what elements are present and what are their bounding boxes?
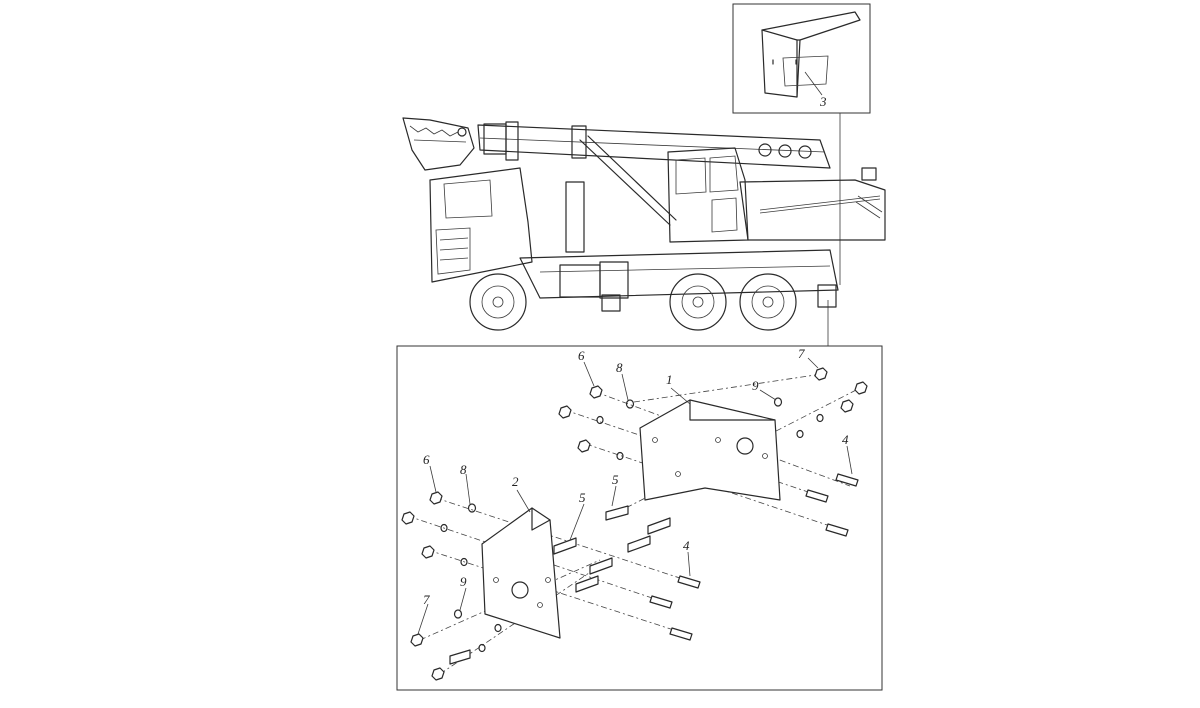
nut: [577, 439, 591, 453]
bolt: [647, 517, 671, 535]
fender-bracket: [761, 11, 861, 98]
nut: [558, 405, 572, 419]
washer: [460, 557, 468, 567]
bolt: [649, 595, 673, 609]
nut-set: [401, 367, 868, 681]
bolt: [669, 627, 693, 641]
bolt: [825, 523, 849, 537]
nut: [814, 367, 828, 381]
callout-6-lower: 6: [423, 452, 430, 467]
nut: [421, 545, 435, 559]
nut: [401, 511, 415, 525]
nut: [854, 381, 868, 395]
washer: [625, 399, 635, 409]
plate-hole: [511, 581, 529, 599]
callout-8-lower: 8: [460, 462, 467, 477]
bolt: [553, 537, 577, 555]
callout-4-lower: 4: [683, 538, 690, 553]
wheel-front: [469, 273, 527, 331]
bolt: [805, 489, 829, 503]
nut: [589, 385, 603, 399]
washer: [467, 503, 477, 513]
washer: [616, 451, 624, 461]
callout-7-upper: 7: [798, 346, 805, 361]
boom-hole: [758, 143, 772, 157]
washer: [494, 623, 502, 633]
wheel-rear-2: [739, 273, 797, 331]
washer: [816, 413, 824, 423]
bracket-plate-2: [481, 507, 561, 639]
washer: [440, 523, 448, 533]
washer-set: [440, 397, 824, 653]
washer: [453, 609, 463, 619]
boom-hole: [778, 144, 792, 158]
nut: [431, 667, 445, 681]
washer: [478, 643, 486, 653]
crane-turret: [739, 179, 886, 241]
plate-hole: [736, 437, 754, 455]
truck-chassis: [519, 249, 839, 299]
bracket-plate-1: [639, 399, 781, 501]
crane-truck: [402, 117, 886, 331]
nut: [429, 491, 443, 505]
callout-4-upper: 4: [842, 432, 849, 447]
callout-9-lower: 9: [460, 574, 467, 589]
callout-7-lower: 7: [423, 592, 430, 607]
washer: [773, 397, 783, 407]
callout-3: 3: [819, 94, 827, 109]
clamshell-bucket: [402, 117, 475, 171]
callout-1: 1: [666, 372, 673, 387]
nut: [410, 633, 424, 647]
bolt: [575, 575, 599, 593]
washer: [796, 429, 804, 439]
exploded-view-frame: [396, 345, 883, 691]
crane-boom: [477, 124, 831, 169]
callout-9-upper: 9: [752, 378, 759, 393]
washer: [596, 415, 604, 425]
bolt-set: [449, 473, 859, 665]
bolt: [589, 557, 613, 575]
wheel-rear-1: [669, 273, 727, 331]
bolt: [677, 575, 701, 589]
boom-hole: [798, 145, 812, 159]
callout-8-upper: 8: [616, 360, 623, 375]
bolt: [449, 649, 471, 665]
callout-6-upper: 6: [578, 348, 585, 363]
bolt: [627, 535, 651, 553]
inset-fender-detail: 3: [732, 3, 871, 114]
operator-cab: [667, 147, 749, 243]
bolt: [605, 505, 629, 521]
callout-5-upper: 5: [612, 472, 619, 487]
truck-cab: [429, 167, 533, 283]
inset-frame: [732, 3, 871, 114]
exploded-view: 1 2 4 4 5 5 6 6 7 7 8 8 9 9: [396, 345, 883, 691]
bolt: [835, 473, 859, 487]
callout-2: 2: [512, 474, 519, 489]
callout-5-lower: 5: [579, 490, 586, 505]
nut: [840, 399, 854, 413]
